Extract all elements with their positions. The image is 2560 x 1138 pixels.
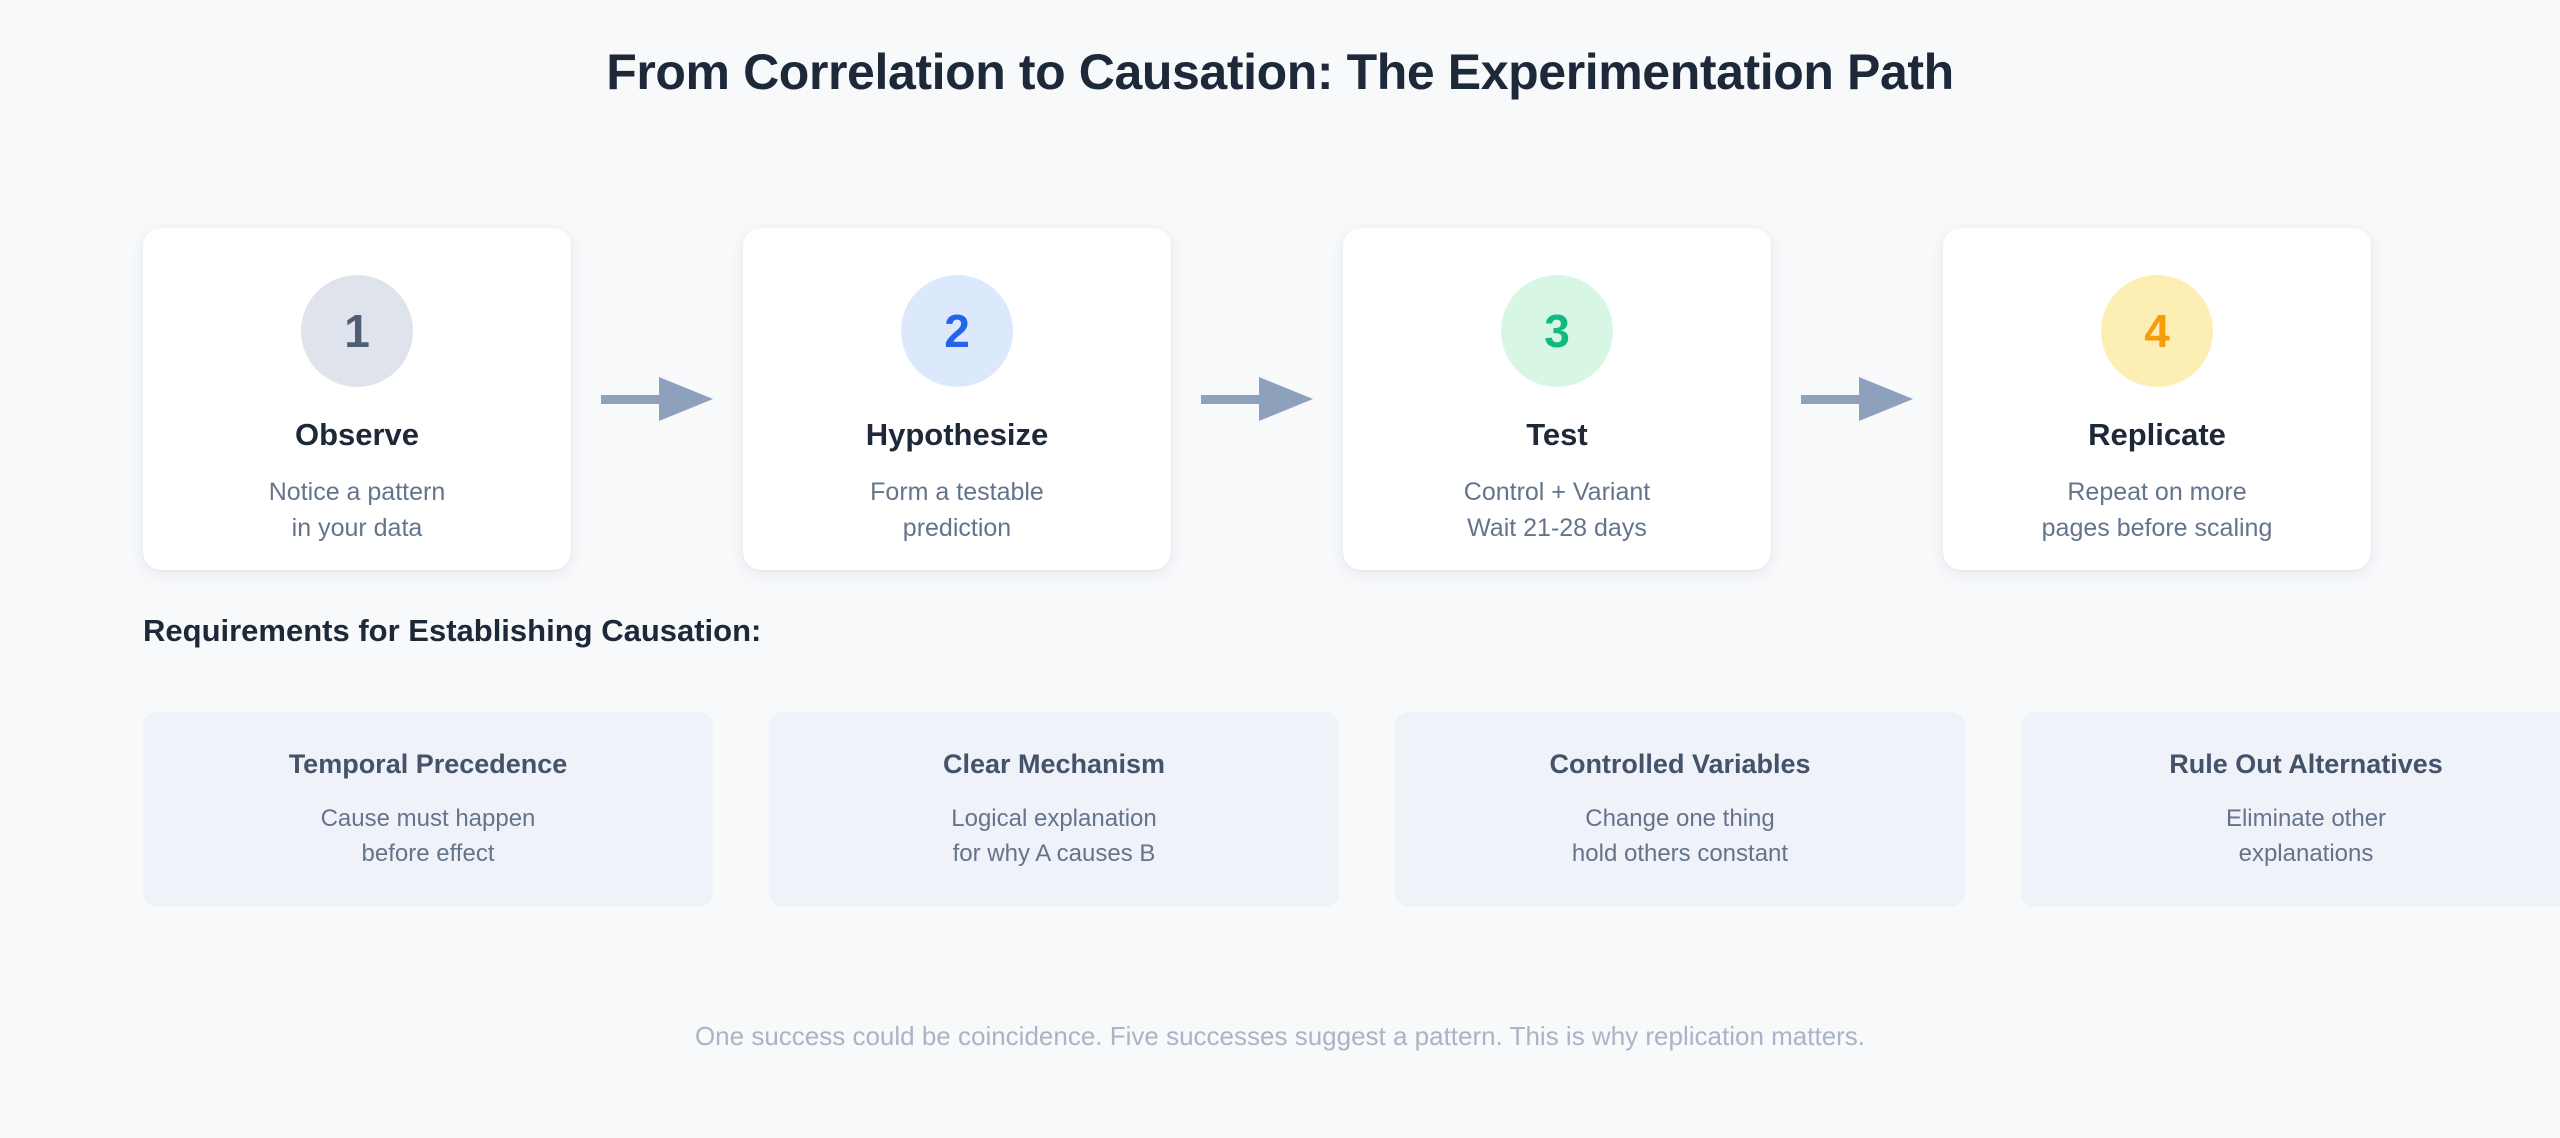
- step-number-4: 4: [2144, 305, 2170, 357]
- step-number-badge-1: 1: [301, 275, 413, 387]
- requirement-description-3-line2: hold others constant: [1571, 839, 1789, 867]
- arrow-right-icon-3: [1771, 228, 1943, 570]
- requirement-description-2-line1: Logical explanation: [951, 804, 1157, 832]
- requirement-description-1-line2: before effect: [361, 839, 495, 867]
- requirement-description-4-line2: explanations: [2238, 839, 2374, 867]
- requirement-description-4-line1: Eliminate other: [2225, 804, 2387, 832]
- step-description-2-line2: prediction: [902, 514, 1012, 543]
- step-description-4: Repeat on more pages before scaling: [2042, 474, 2273, 547]
- requirements-row: Temporal Precedence Cause must happen be…: [143, 712, 2560, 907]
- requirement-title-2: Clear Mechanism: [942, 748, 1166, 779]
- step-description-1-line2: in your data: [291, 514, 423, 543]
- step-number-1: 1: [344, 305, 370, 357]
- step-description-1-line1: Notice a pattern: [268, 478, 446, 507]
- step-description-3: Control + Variant Wait 21-28 days: [1464, 474, 1650, 547]
- step-number-badge-3: 3: [1501, 275, 1613, 387]
- step-description-2-line1: Form a testable: [870, 478, 1044, 507]
- requirements-heading: Requirements for Establishing Causation:: [143, 613, 762, 648]
- step-title-4: Replicate: [2088, 417, 2226, 452]
- footer-note: One success could be coincidence. Five s…: [694, 1021, 1866, 1051]
- page-title: From Correlation to Causation: The Exper…: [606, 44, 1954, 100]
- arrow-right-icon-2: [1171, 228, 1343, 570]
- requirement-title-3: Controlled Variables: [1549, 748, 1811, 779]
- step-description-3-line2: Wait 21-28 days: [1467, 514, 1647, 543]
- requirement-card-rule-out-alternatives: Rule Out Alternatives Eliminate other ex…: [2021, 712, 2560, 907]
- requirement-card-clear-mechanism: Clear Mechanism Logical explanation for …: [769, 712, 1339, 907]
- step-card-test: 3 Test Control + Variant Wait 21-28 days: [1343, 228, 1771, 570]
- requirement-card-controlled-variables: Controlled Variables Change one thing ho…: [1395, 712, 1965, 907]
- step-number-2: 2: [944, 305, 970, 357]
- requirement-title-4: Rule Out Alternatives: [2169, 748, 2443, 779]
- step-card-observe: 1 Observe Notice a pattern in your data: [143, 228, 571, 570]
- step-description-2: Form a testable prediction: [870, 474, 1044, 547]
- requirement-description-2: Logical explanation for why A causes B: [951, 802, 1157, 872]
- step-number-badge-2: 2: [901, 275, 1013, 387]
- step-number-3: 3: [1544, 305, 1570, 357]
- step-title-1: Observe: [294, 417, 420, 452]
- requirement-description-3-line1: Change one thing: [1585, 804, 1775, 832]
- requirement-description-4: Eliminate other explanations: [2226, 802, 2386, 872]
- steps-row: 1 Observe Notice a pattern in your data …: [143, 228, 2560, 570]
- step-description-4-line2: pages before scaling: [2041, 514, 2273, 543]
- requirement-card-temporal-precedence: Temporal Precedence Cause must happen be…: [143, 712, 713, 907]
- requirement-title-1: Temporal Precedence: [288, 748, 568, 779]
- requirement-description-1-line1: Cause must happen: [320, 804, 536, 832]
- step-title-3: Test: [1526, 417, 1588, 452]
- requirement-description-1: Cause must happen before effect: [321, 802, 536, 872]
- requirement-description-2-line2: for why A causes B: [952, 839, 1156, 867]
- step-description-3-line1: Control + Variant: [1463, 478, 1651, 507]
- step-title-2: Hypothesize: [865, 417, 1049, 452]
- step-card-hypothesize: 2 Hypothesize Form a testable prediction: [743, 228, 1171, 570]
- step-card-replicate: 4 Replicate Repeat on more pages before …: [1943, 228, 2371, 570]
- step-description-4-line1: Repeat on more: [2067, 478, 2247, 507]
- step-description-1: Notice a pattern in your data: [269, 474, 446, 547]
- arrow-right-icon-1: [571, 228, 743, 570]
- step-number-badge-4: 4: [2101, 275, 2213, 387]
- requirement-description-3: Change one thing hold others constant: [1572, 802, 1788, 872]
